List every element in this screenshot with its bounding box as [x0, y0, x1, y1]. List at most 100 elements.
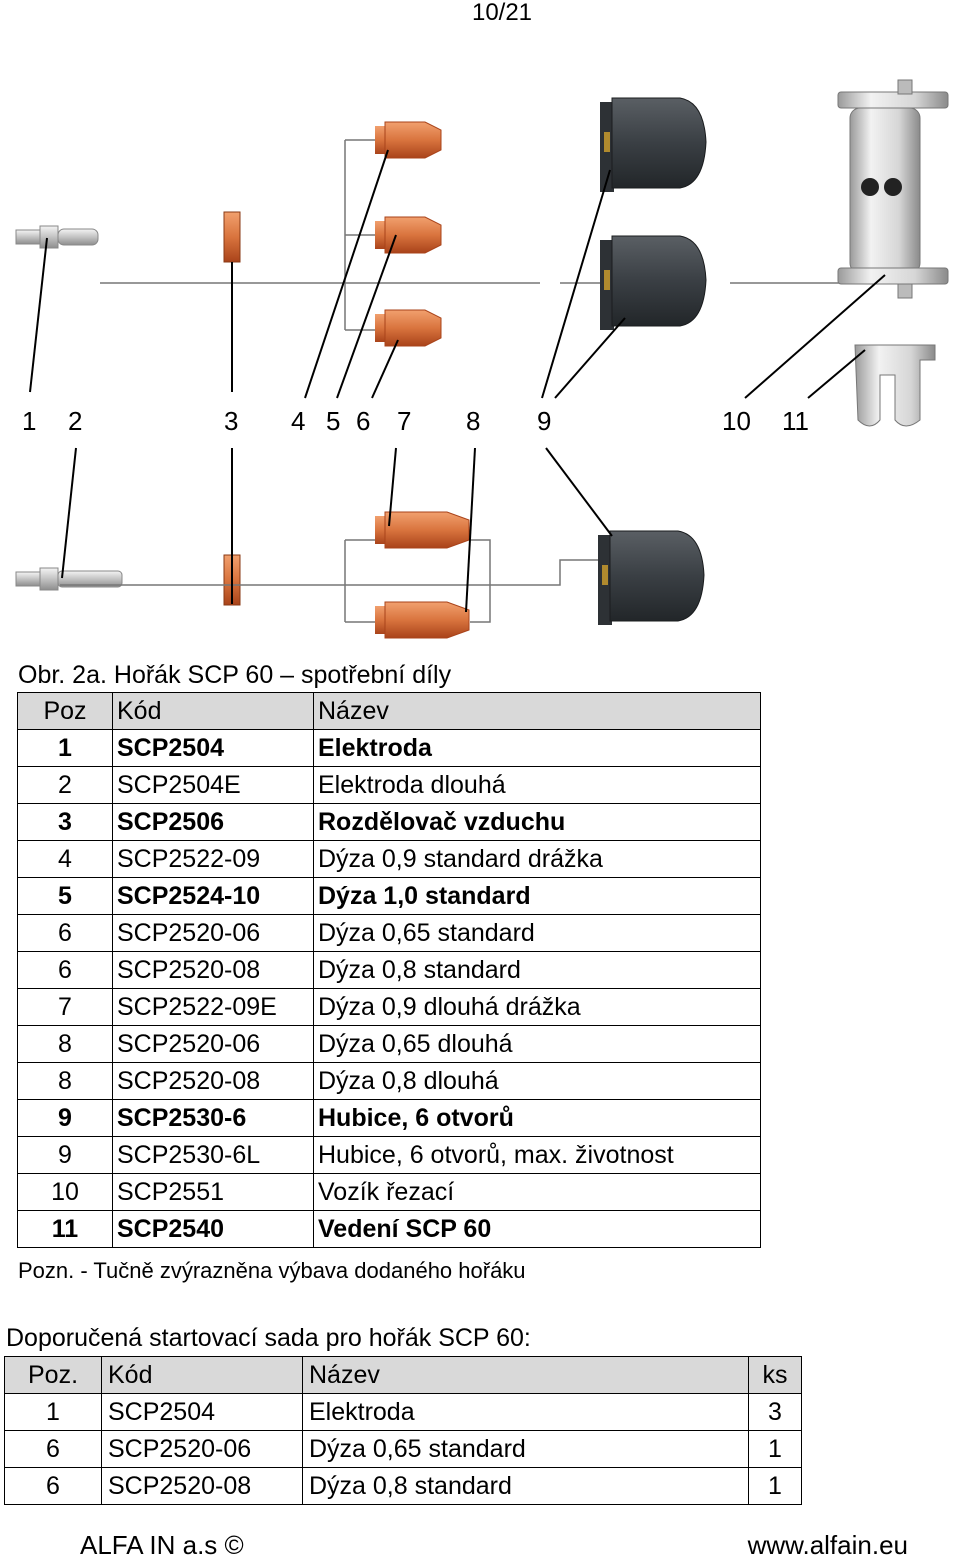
cell-pos: 6 — [17, 914, 113, 952]
cutting-carriage-image — [837, 79, 949, 299]
cell-pos: 6 — [17, 951, 113, 989]
header-name: Název — [313, 692, 761, 730]
page-number: 10/21 — [471, 0, 533, 26]
starter-kit-title: Doporučená startovací sada pro hořák SCP… — [6, 1324, 531, 1352]
cell-code: SCP2551 — [112, 1173, 314, 1211]
callout-11: 11 — [782, 406, 809, 436]
cell-name: Dýza 0,8 standard — [302, 1467, 749, 1505]
footer-company: ALFA IN a.s © — [80, 1530, 244, 1560]
cell-pos: 1 — [4, 1393, 102, 1431]
cell-name: Vedení SCP 60 — [313, 1210, 761, 1248]
cell-pos: 6 — [4, 1467, 102, 1505]
cell-code: SCP2520-06 — [112, 1025, 314, 1063]
callout-10: 10 — [722, 406, 751, 436]
cell-code: SCP2520-08 — [112, 1062, 314, 1100]
callout-3: 3 — [224, 406, 238, 436]
bracket-lines — [60, 139, 840, 623]
cell-pos: 9 — [17, 1099, 113, 1137]
callout-9: 9 — [537, 406, 551, 436]
nozzle-long-image — [375, 511, 470, 639]
cell-pos: 7 — [17, 988, 113, 1026]
kit-header-pos: Poz. — [4, 1356, 102, 1394]
electrode-long-image — [15, 567, 123, 591]
cell-code: SCP2520-08 — [101, 1467, 303, 1505]
cell-pos: 4 — [17, 840, 113, 878]
cell-name: Dýza 0,8 standard — [313, 951, 761, 989]
cell-name: Vozík řezací — [313, 1173, 761, 1211]
cell-name: Elektroda — [302, 1393, 749, 1431]
cell-code: SCP2522-09 — [112, 840, 314, 878]
cell-pos: 11 — [17, 1210, 113, 1248]
callout-4: 4 — [291, 406, 305, 436]
electrode-short-image — [15, 225, 99, 249]
cell-code: SCP2540 — [112, 1210, 314, 1248]
cell-code: SCP2530-6 — [112, 1099, 314, 1137]
cell-code: SCP2530-6L — [112, 1136, 314, 1174]
cell-name: Dýza 0,9 standard drážka — [313, 840, 761, 878]
cell-name: Dýza 0,8 dlouhá — [313, 1062, 761, 1100]
footer-website: www.alfain.eu — [747, 1530, 908, 1560]
cell-pos: 8 — [17, 1062, 113, 1100]
cell-name: Hubice, 6 otvorů, max. životnost — [313, 1136, 761, 1174]
cell-code: SCP2504 — [101, 1393, 303, 1431]
cell-pos: 8 — [17, 1025, 113, 1063]
callout-8: 8 — [466, 406, 480, 436]
kit-header-code: Kód — [101, 1356, 303, 1394]
cell-pos: 6 — [4, 1430, 102, 1468]
cell-code: SCP2524-10 — [112, 877, 314, 915]
cell-pos: 5 — [17, 877, 113, 915]
exploded-parts-diagram: 1 2 3 4 5 6 7 8 9 10 11 — [15, 79, 949, 639]
cell-pos: 10 — [17, 1173, 113, 1211]
cell-code: SCP2520-06 — [112, 914, 314, 952]
cell-code: SCP2506 — [112, 803, 314, 841]
cell-pos: 1 — [17, 729, 113, 767]
callout-2: 2 — [68, 406, 82, 436]
cell-qty: 1 — [748, 1430, 802, 1468]
callout-labels: 1 2 3 4 5 6 7 8 9 10 11 — [22, 406, 809, 436]
callout-6: 6 — [356, 406, 370, 436]
cell-code: SCP2522-09E — [112, 988, 314, 1026]
kit-header-qty: ks — [748, 1356, 802, 1394]
callout-1: 1 — [22, 406, 36, 436]
cell-pos: 2 — [17, 766, 113, 804]
cell-name: Dýza 1,0 standard — [313, 877, 761, 915]
cell-name: Hubice, 6 otvorů — [313, 1099, 761, 1137]
cell-code: SCP2520-06 — [101, 1430, 303, 1468]
guide-image — [854, 344, 936, 427]
cell-qty: 3 — [748, 1393, 802, 1431]
kit-header-name: Název — [302, 1356, 749, 1394]
cell-name: Dýza 0,65 standard — [302, 1430, 749, 1468]
cell-code: SCP2520-08 — [112, 951, 314, 989]
figure-caption: Obr. 2a. Hořák SCP 60 – spotřební díly — [18, 661, 452, 689]
cell-code: SCP2504E — [112, 766, 314, 804]
callout-5: 5 — [326, 406, 340, 436]
cell-name: Dýza 0,65 standard — [313, 914, 761, 952]
cell-pos: 3 — [17, 803, 113, 841]
cell-qty: 1 — [748, 1467, 802, 1505]
header-code: Kód — [112, 692, 314, 730]
cell-name: Dýza 0,65 dlouhá — [313, 1025, 761, 1063]
note: Pozn. - Tučně zvýrazněna výbava dodaného… — [18, 1258, 526, 1283]
cell-name: Elektroda — [313, 729, 761, 767]
kit-table-header: Poz. Kód Název ks — [4, 1356, 802, 1394]
leader-lines — [29, 149, 886, 613]
